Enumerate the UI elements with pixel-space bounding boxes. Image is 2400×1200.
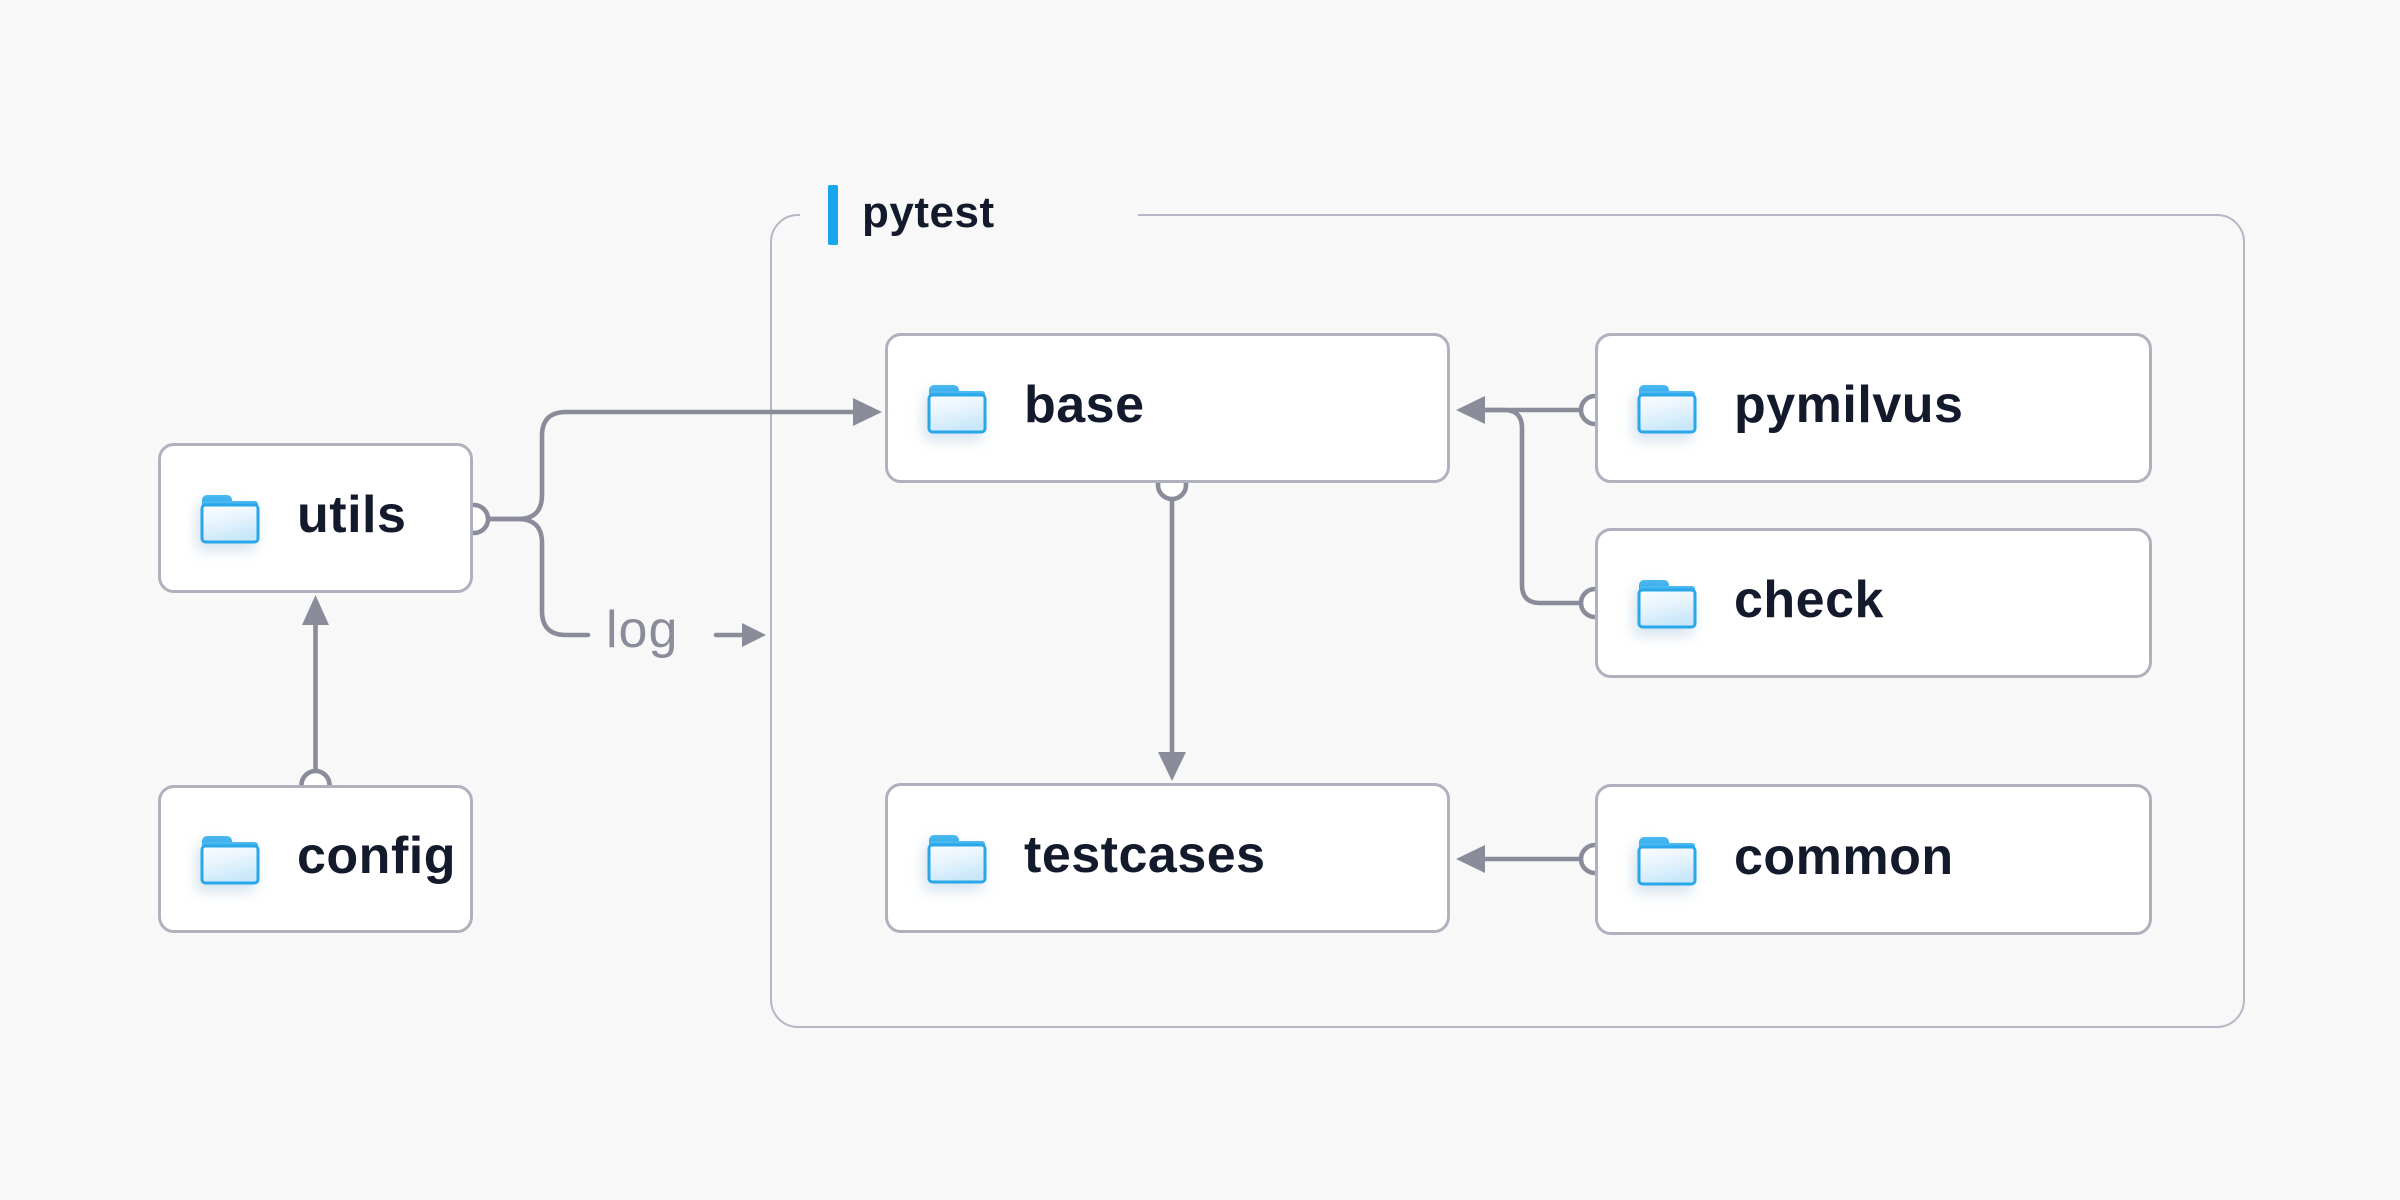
node-pymilvus: pymilvus <box>1595 333 2152 483</box>
accent-bar-icon <box>828 185 838 245</box>
arrowhead-log <box>742 623 766 647</box>
folder-icon <box>200 495 260 544</box>
pytest-label: pytest <box>800 183 1138 247</box>
pytest-container <box>770 214 2245 1028</box>
arrowhead-into-utils <box>302 595 329 625</box>
node-label: pymilvus <box>1734 376 1964 434</box>
node-label: base <box>1024 376 1145 434</box>
pytest-title: pytest <box>862 188 995 237</box>
node-label: testcases <box>1024 826 1266 884</box>
node-utils: utils <box>158 443 473 593</box>
edge-utils-to-log <box>485 516 591 638</box>
edge-label-log: log <box>606 601 679 659</box>
node-base: base <box>885 333 1450 483</box>
node-config: config <box>158 785 473 933</box>
folder-icon <box>1637 580 1697 629</box>
node-testcases: testcases <box>885 783 1450 933</box>
node-common: common <box>1595 784 2152 935</box>
node-check: check <box>1595 528 2152 678</box>
folder-icon <box>1637 836 1697 885</box>
folder-icon <box>200 836 260 885</box>
node-label: utils <box>297 486 407 544</box>
folder-icon <box>927 385 987 434</box>
folder-icon <box>927 835 987 884</box>
node-label: config <box>297 827 456 885</box>
folder-icon <box>1637 385 1697 434</box>
node-label: common <box>1734 827 1954 886</box>
node-label: check <box>1734 571 1884 629</box>
